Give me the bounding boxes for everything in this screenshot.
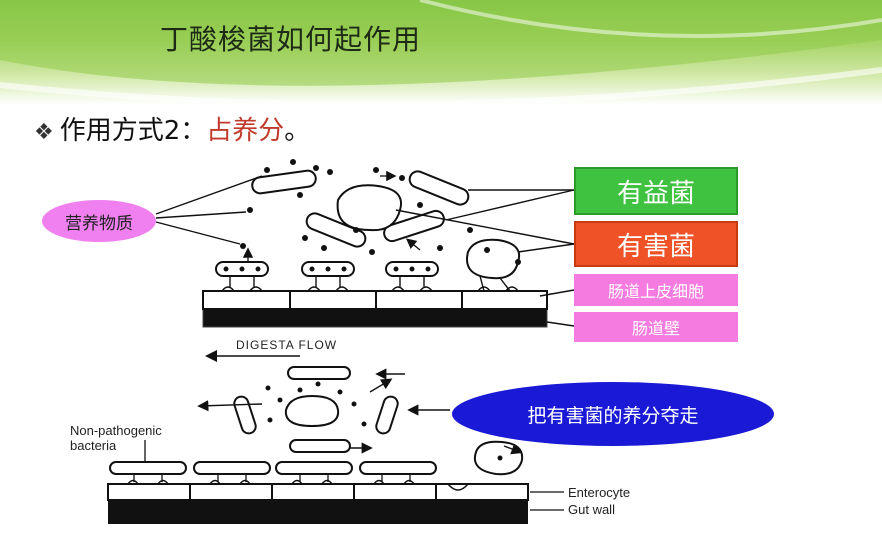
- top-floating-rods: [251, 169, 470, 248]
- enterocyte-label: Enterocyte: [568, 485, 631, 500]
- beneficial-bacteria-label: 有益菌: [574, 167, 738, 215]
- bottom-attach-lines: [133, 474, 411, 482]
- bottom-diagram: [107, 366, 564, 524]
- bottom-top-rod: [287, 366, 351, 380]
- nutrients-label: 营养物质: [42, 200, 156, 242]
- top-attach-lines: [229, 276, 425, 287]
- top-diagram: [155, 159, 575, 328]
- intestinal-epithelium-label: 肠道上皮细胞: [574, 274, 738, 306]
- nutrient-pointer-lines: [155, 175, 263, 245]
- bottom-gut-wall: [108, 500, 528, 524]
- top-gut-wall: [203, 309, 547, 327]
- bottom-enterocyte-row: [107, 483, 529, 501]
- non-pathogenic-label-line2: bacteria: [70, 438, 117, 453]
- bottom-surface-rods: [109, 461, 437, 475]
- non-pathogenic-label-line1: Non-pathogenic: [70, 423, 162, 438]
- slide-subtitle: ❖作用方式2：占养分。: [34, 110, 310, 147]
- bottom-central-pathogen: [284, 394, 340, 428]
- bottom-nutrient-dots: [265, 381, 503, 461]
- top-pathogen-blob-2: [466, 238, 520, 280]
- top-pathogen-blob-1: [336, 184, 402, 232]
- diamond-bullet-icon: ❖: [34, 120, 54, 145]
- digesta-flow-label: DIGESTA FLOW: [236, 338, 338, 352]
- top-surface-dots: [223, 266, 431, 272]
- subtitle-prefix: 作用方式2：: [59, 116, 207, 146]
- intestinal-wall-label: 肠道壁: [574, 312, 738, 342]
- bottom-right-rod: [375, 395, 399, 435]
- subtitle-suffix: 。: [284, 116, 311, 146]
- top-receptors: [221, 286, 519, 292]
- legend-pointer-lines: [395, 189, 575, 327]
- top-nutrient-dots: [240, 159, 521, 265]
- harmful-bacteria-label: 有害菌: [574, 221, 738, 267]
- subtitle-highlight: 占养分: [206, 116, 285, 146]
- bottom-receptors: [127, 479, 469, 491]
- gut-wall-label: Gut wall: [568, 502, 615, 517]
- bottom-left-rod: [233, 395, 257, 435]
- bottom-arrows: [197, 368, 523, 455]
- banner-swoosh: [0, 0, 882, 108]
- bottom-label-lines: [144, 440, 564, 511]
- top-small-arrows: [242, 170, 421, 262]
- callout-oval: 把有害菌的养分夺走: [452, 382, 774, 446]
- bottom-mid-rod: [289, 439, 351, 453]
- slide-title: 丁酸梭菌如何起作用: [160, 23, 422, 56]
